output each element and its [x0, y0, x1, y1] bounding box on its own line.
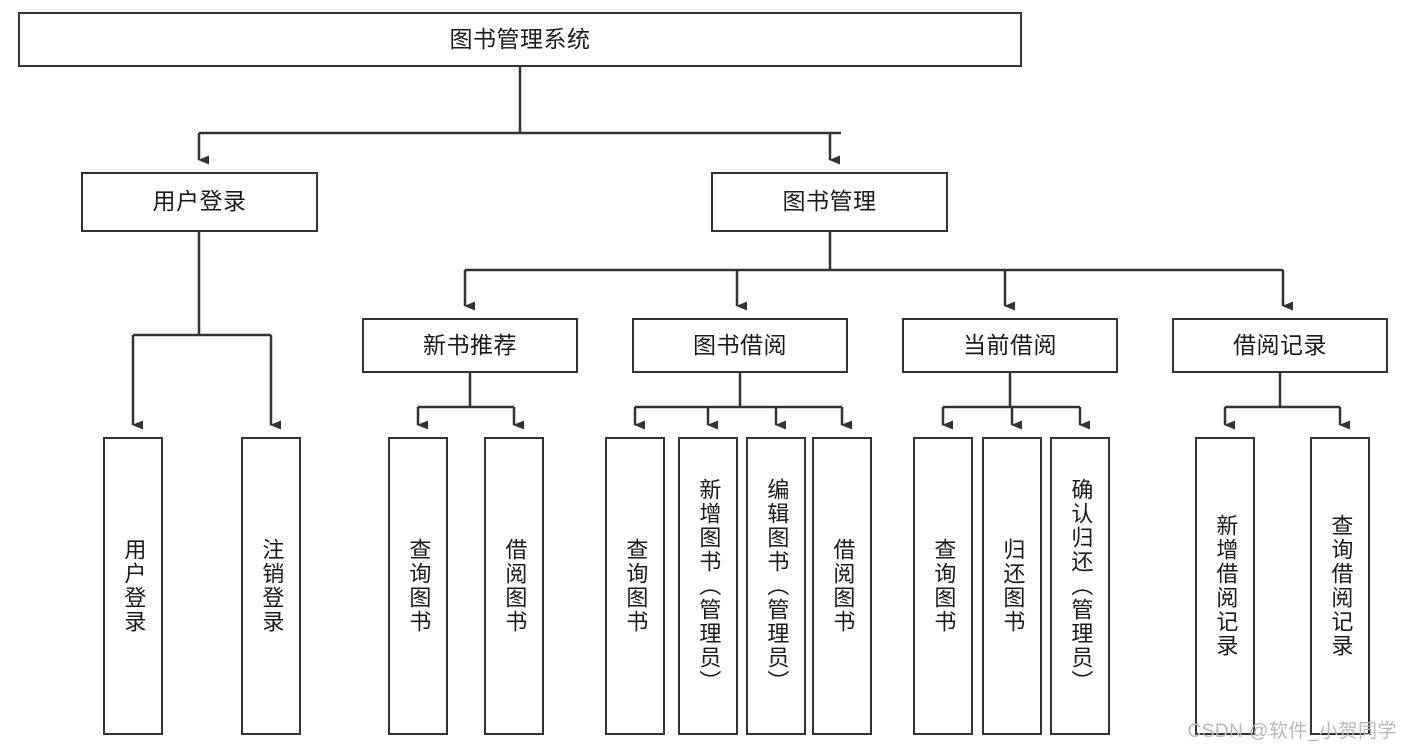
leaf-query-borrow-record[interactable]: 查询借阅记录 — [1310, 437, 1370, 735]
node-label: 新书推荐 — [423, 331, 517, 358]
node-label: 图书管理 — [782, 188, 877, 215]
leaf-logout[interactable]: 注销登录 — [241, 437, 301, 735]
leaf-add-borrow-record[interactable]: 新增借阅记录 — [1195, 437, 1255, 735]
node-label: 新增借阅记录 — [1213, 514, 1239, 658]
node-label: 用户登录 — [152, 188, 247, 215]
node-root-system[interactable]: 图书管理系统 — [18, 12, 1022, 67]
node-label: 查询图书 — [623, 538, 649, 634]
node-label: 用户登录 — [121, 538, 147, 634]
node-label: 图书借阅 — [693, 331, 787, 358]
node-label: 查询借阅记录 — [1328, 514, 1354, 658]
leaf-query-book-borrow[interactable]: 查询图书 — [605, 437, 665, 735]
leaf-add-book-admin[interactable]: 新增图书（管理员） — [678, 437, 738, 735]
leaf-borrow-book[interactable]: 借阅图书 — [812, 437, 872, 735]
node-label: 借阅图书 — [502, 538, 528, 634]
node-borrow-records[interactable]: 借阅记录 — [1172, 318, 1388, 373]
node-label: 图书管理系统 — [449, 25, 591, 52]
node-label: 新增图书（管理员） — [696, 478, 722, 694]
leaf-user-login[interactable]: 用户登录 — [103, 437, 163, 735]
leaf-query-book-current[interactable]: 查询图书 — [913, 437, 973, 735]
leaf-return-book[interactable]: 归还图书 — [982, 437, 1042, 735]
leaf-edit-book-admin[interactable]: 编辑图书（管理员） — [746, 437, 806, 735]
node-label: 当前借阅 — [963, 331, 1057, 358]
node-current-borrow[interactable]: 当前借阅 — [902, 318, 1118, 373]
node-label: 查询图书 — [931, 538, 957, 634]
node-book-borrow[interactable]: 图书借阅 — [632, 318, 848, 373]
node-label: 编辑图书（管理员） — [764, 478, 790, 694]
node-new-book-recommend[interactable]: 新书推荐 — [362, 318, 578, 373]
leaf-borrow-book-newbooks[interactable]: 借阅图书 — [484, 437, 544, 735]
node-label: 借阅记录 — [1233, 331, 1327, 358]
node-label: 归还图书 — [1000, 538, 1026, 634]
leaf-query-book-newbooks[interactable]: 查询图书 — [388, 437, 448, 735]
node-label: 查询图书 — [406, 538, 432, 634]
node-label: 借阅图书 — [830, 538, 856, 634]
node-label: 确认归还（管理员） — [1068, 478, 1094, 694]
watermark-text: CSDN @软件_小贺同学 — [1187, 721, 1397, 742]
leaf-confirm-return-admin[interactable]: 确认归还（管理员） — [1050, 437, 1110, 735]
node-label: 注销登录 — [259, 538, 285, 634]
node-book-management[interactable]: 图书管理 — [711, 172, 948, 232]
node-user-login[interactable]: 用户登录 — [81, 172, 318, 232]
